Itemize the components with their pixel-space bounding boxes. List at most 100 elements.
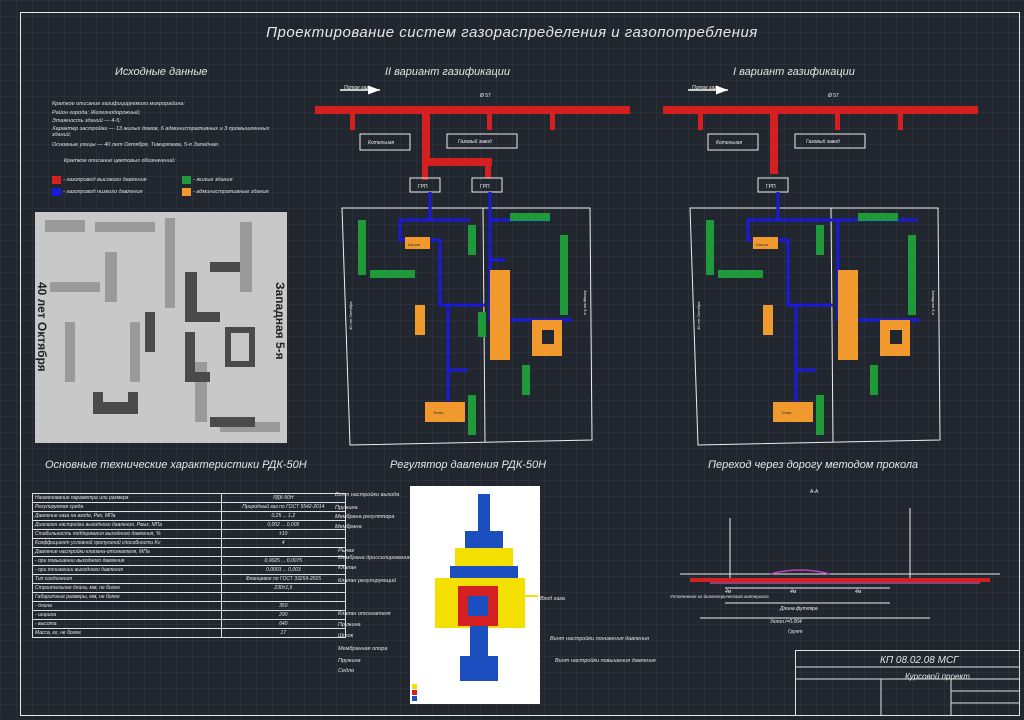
crossing-slope-label: Уклон i=0.004	[770, 619, 802, 625]
regulator-part-label: Пружина	[338, 622, 361, 628]
main-title: Проектирование систем газораспределения …	[266, 24, 758, 41]
v1-flow-label: Поток газа	[692, 85, 719, 91]
spec-value-cell: Фланцевое по ГОСТ 33259-2015	[220, 574, 347, 584]
spec-value-cell: 4	[220, 538, 347, 548]
regulator-part-label: Рычаг	[338, 548, 355, 554]
variant2-title: II вариант газификации	[385, 66, 510, 78]
spec-param-cell: - при повышении выходного давления	[32, 556, 222, 566]
legend-residential-label: - жилые здания	[193, 177, 233, 183]
rdk-specs-title: Основные технические характеристики РДК-…	[45, 459, 307, 471]
regulator-part-label: Винт настройки выхода	[335, 492, 400, 498]
spec-value-cell	[220, 547, 347, 557]
v2-grp2-label: ГРП	[480, 184, 490, 190]
regulator-screw-low: Винт настройки понижения давления	[550, 636, 650, 642]
v2-flow-label: Поток газа	[344, 85, 371, 91]
regulator-part-label: Пружина	[335, 505, 358, 511]
v1-grp-label: ГРП	[766, 184, 776, 190]
crossing-dim-1: 4м	[725, 589, 732, 595]
regulator-part-label: Клапан регулирующий	[338, 578, 397, 584]
scheme-variant2: Поток газа Ø 57 Котельная Газовый завод …	[315, 85, 630, 446]
spec-param-cell: Давление газа на входе, Pвх, МПа	[32, 511, 222, 521]
regulator-part-label: Мембрана регулятора	[335, 514, 395, 520]
v1-school-label: Школа	[756, 242, 769, 247]
crossing-length-label: Длина футляра	[779, 606, 818, 612]
spec-value-cell: 350	[220, 601, 347, 611]
spec-param-cell: Наименование параметра или размера	[32, 493, 222, 503]
spec-value-cell: ±10	[220, 529, 347, 539]
spec-param-cell: Давление настройки клапана-отсекателя, М…	[32, 547, 222, 557]
regulator-title: Регулятор давления РДК-50Н	[390, 459, 547, 471]
regulator-part-label: Мембрана	[335, 524, 362, 530]
spec-param-cell: Строительная длина, мм, не более	[32, 583, 222, 593]
v2-street-right: Западная 5-я	[583, 290, 588, 315]
legend-residential-swatch	[182, 176, 191, 184]
regulator-part-label: Шток	[338, 633, 354, 639]
crossing-section-label: А-А	[810, 489, 819, 495]
regulator-screw-high: Винт настройки повышения давления	[555, 658, 656, 664]
district-line-1: Район города: Железнодорожный;	[52, 110, 141, 116]
crossing-drawing: А-А 4м 4м 4м Длина футляра Уклон i=0.004…	[670, 489, 1000, 635]
spec-row: Давление настройки клапана-отсекателя, М…	[32, 547, 347, 557]
v2-school-label: Школа	[408, 242, 421, 247]
spec-param-cell: - высота	[32, 619, 222, 629]
scheme-variant1: Поток газа Ø 57 Котельная Газовый завод …	[663, 85, 978, 446]
spec-param-cell: Стабильность поддержания выходного давле…	[32, 529, 222, 539]
legend-high-pressure-label: - газопровод высокого давления	[63, 177, 147, 183]
spec-value-cell: 640	[220, 619, 347, 629]
crossing-ground-label: Грунт	[788, 629, 803, 635]
crossing-dim-3: 4м	[855, 589, 862, 595]
v2-theatre-label: Театр	[433, 410, 444, 415]
regulator-gas-in: Вход газа	[540, 596, 565, 602]
v2-pipe-label: Ø 57	[480, 93, 491, 99]
spec-param-cell: Диапазон настройки выходного давления, P…	[32, 520, 222, 530]
district-heading: Краткое описание газифицируемого микрора…	[52, 101, 185, 107]
spec-row: Коэффициент условной пропускной способно…	[32, 538, 347, 548]
v1-street-left: 40 лет Октября	[696, 302, 701, 330]
v1-pipe-label: Ø 57	[828, 93, 839, 99]
stamp-name: Курсовой проект	[905, 672, 970, 681]
legend-admin-swatch	[182, 188, 191, 196]
v2-grp1-label: ГРП	[418, 184, 428, 190]
regulator-part-label: Мембрана дросселирования	[338, 555, 411, 561]
regulator-part-label: Клапан	[338, 565, 357, 571]
aerial-photo: 40 лет Октября Западная 5-я	[35, 212, 287, 443]
photo-street-40-let-oktyabrya: 40 лет Октября	[35, 282, 49, 372]
spec-param-cell: - длина	[32, 601, 222, 611]
v1-street-right: Западная 5-я	[931, 290, 936, 315]
spec-param-cell: Габаритные размеры, мм, не более	[32, 592, 222, 602]
spec-value-cell: РДК-50Н	[220, 493, 347, 503]
spec-value-cell: 0,0003 ... 0,003	[220, 565, 347, 575]
legend-high-pressure-swatch	[52, 176, 61, 184]
legend-low-pressure-label: - газопровод низкого давления	[63, 189, 143, 195]
drawing-frame	[20, 12, 1020, 716]
regulator-drawing	[410, 486, 540, 704]
photo-street-zapadnaya: Западная 5-я	[273, 282, 287, 360]
district-line-2: Этажность зданий — 4-5;	[52, 118, 121, 124]
variant1-title: I вариант газификации	[733, 66, 855, 78]
v2-factory-label: Газовый завод	[458, 138, 492, 145]
spec-value-cell: 0,25 ... 1,2	[220, 511, 347, 521]
title-block	[795, 650, 1020, 716]
district-line-4: Основные улицы — 40 лет Октября, Тимиряз…	[52, 142, 220, 148]
spec-value-cell	[220, 592, 347, 602]
legend-admin-label: - административные здания	[193, 189, 269, 195]
regulator-part-label: Пружина	[338, 658, 361, 664]
spec-param-cell: Коэффициент условной пропускной способно…	[32, 538, 222, 548]
initial-data-title: Исходные данные	[115, 66, 208, 78]
spec-value-cell: 0,002 ... 0,005	[220, 520, 347, 530]
spec-param-cell: - ширина	[32, 610, 222, 620]
v2-street-left: 40 лет Октября	[348, 302, 353, 330]
spec-row: Диапазон настройки выходного давления, P…	[32, 520, 347, 530]
spec-param-cell: Регулируемая среда	[32, 502, 222, 512]
v2-boiler-label: Котельная	[368, 140, 394, 146]
spec-value-cell: 17	[220, 628, 347, 638]
